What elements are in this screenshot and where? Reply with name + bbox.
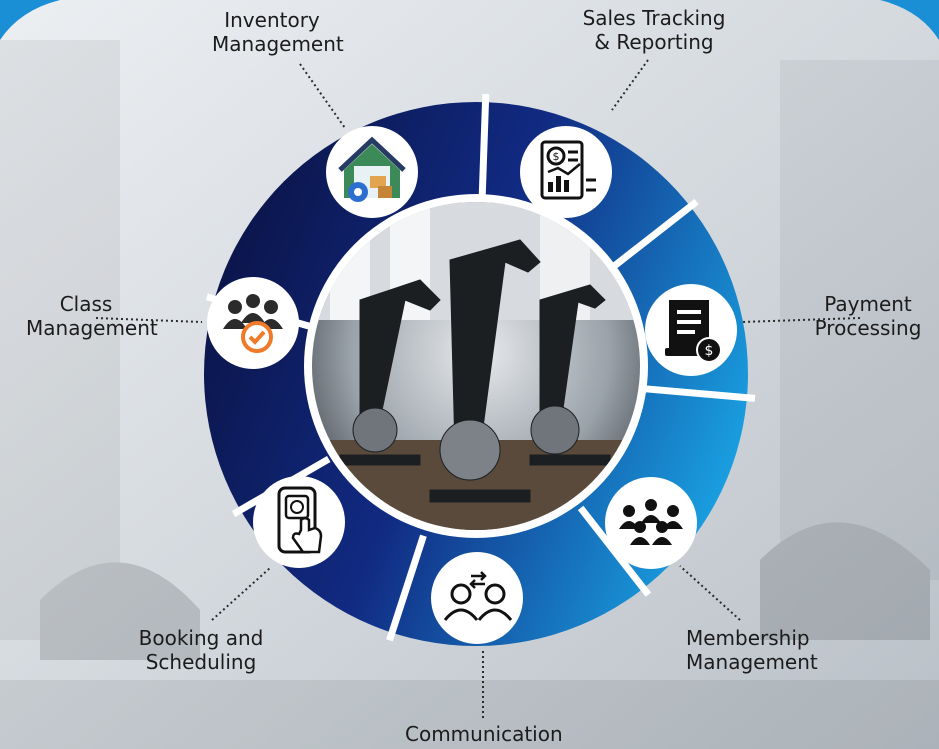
inventory-label-line: Management bbox=[212, 32, 344, 56]
inventory-label-line: Inventory bbox=[224, 8, 320, 32]
sales-label-line: Sales Tracking bbox=[582, 6, 726, 30]
corner-accent-right bbox=[880, 0, 939, 40]
center-photo bbox=[312, 202, 640, 530]
phone-tap-icon bbox=[253, 476, 345, 568]
feature-icons: $ $ bbox=[207, 126, 737, 644]
membership-leader-line bbox=[679, 565, 741, 621]
payment-label-line: Processing bbox=[814, 316, 922, 340]
class-label-line: Management bbox=[26, 316, 158, 340]
members-group-icon bbox=[605, 477, 697, 569]
user-exchange-icon bbox=[431, 552, 523, 644]
ring-divider bbox=[577, 505, 652, 597]
corner-accent-left bbox=[0, 0, 60, 40]
booking-icon-circle bbox=[253, 476, 345, 568]
class-label-line: Class bbox=[59, 292, 113, 316]
booking-label-line: Scheduling bbox=[145, 650, 257, 674]
class-check-icon bbox=[207, 277, 299, 369]
booking-label-line: Booking and bbox=[138, 626, 264, 650]
inventory-leader-line bbox=[299, 63, 346, 129]
payment-label-line: Payment bbox=[824, 292, 912, 316]
ring-divider bbox=[478, 94, 490, 205]
communication-label: Communication bbox=[405, 722, 563, 746]
communication-label-line: Communication bbox=[405, 722, 563, 746]
communication-icon-circle bbox=[431, 552, 523, 644]
background-gym-silhouettes bbox=[0, 40, 939, 749]
leader-lines bbox=[95, 59, 861, 718]
sales-leader-line bbox=[611, 59, 649, 111]
invoice-payment-icon: $ bbox=[645, 284, 737, 376]
sales-label: Sales Tracking& Reporting bbox=[570, 6, 738, 54]
membership-label-line: Management bbox=[686, 650, 818, 674]
sales-label-line: & Reporting bbox=[594, 30, 714, 54]
ring-divider bbox=[645, 385, 756, 402]
ring-divider bbox=[386, 534, 427, 642]
sales-report-icon: $ bbox=[520, 126, 612, 218]
svg-text:$: $ bbox=[705, 343, 714, 359]
warehouse-icon bbox=[326, 126, 418, 218]
svg-text:$: $ bbox=[553, 150, 560, 163]
membership-label-line: Membership bbox=[686, 626, 810, 650]
ring-divider bbox=[607, 198, 699, 273]
